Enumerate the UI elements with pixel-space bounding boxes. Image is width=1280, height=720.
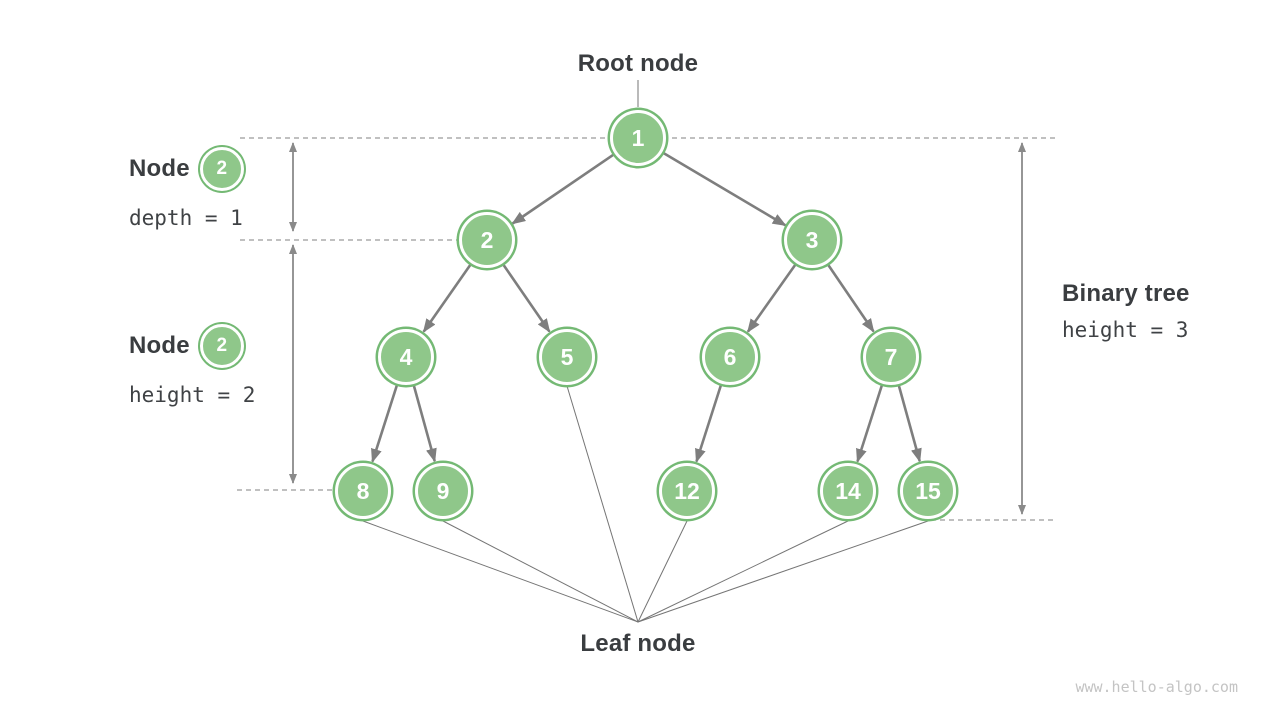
node-value: 7 bbox=[884, 343, 898, 370]
node-value: 6 bbox=[723, 343, 737, 370]
tree-node-5: 5 bbox=[539, 329, 595, 385]
tree-node-4: 4 bbox=[378, 329, 434, 385]
node-value: 9 bbox=[436, 477, 450, 504]
node-badge: 2 bbox=[199, 324, 244, 368]
edge-4-9 bbox=[412, 384, 437, 463]
tree-node-2: 2 bbox=[459, 212, 515, 268]
leaf-line-9 bbox=[442, 520, 639, 623]
tree-height-caption: height = 3 bbox=[1062, 318, 1189, 342]
tree-node-12: 12 bbox=[659, 463, 715, 519]
tree-node-15: 15 bbox=[900, 463, 956, 519]
watermark: www.hello-algo.com bbox=[1075, 678, 1238, 696]
edge-7-14 bbox=[856, 384, 884, 463]
leaf-node-label: Leaf node bbox=[580, 630, 696, 657]
leaf-line-8 bbox=[362, 520, 639, 623]
leaf-line-14 bbox=[637, 520, 849, 623]
edge-3-6 bbox=[746, 263, 797, 333]
leaf-node-lines bbox=[362, 385, 929, 623]
tree-node-8: 8 bbox=[335, 463, 391, 519]
edge-1-3 bbox=[662, 151, 787, 227]
node-height-annotation: Node 2 height = 2 bbox=[129, 322, 255, 407]
tree-node-7: 7 bbox=[863, 329, 919, 385]
depth-annotation: Node 2 depth = 1 bbox=[129, 145, 244, 230]
edge-2-5 bbox=[502, 264, 551, 333]
node-value: 2 bbox=[480, 226, 494, 253]
leaf-line-12 bbox=[637, 520, 688, 623]
badge-value: 2 bbox=[216, 158, 228, 179]
leaf-line-5 bbox=[566, 385, 639, 623]
tree-edges bbox=[371, 151, 922, 463]
node-label: Node bbox=[129, 155, 190, 182]
node-badge: 2 bbox=[199, 147, 244, 191]
tree-node-14: 14 bbox=[820, 463, 876, 519]
tree-node-9: 9 bbox=[415, 463, 471, 519]
edge-4-8 bbox=[371, 384, 399, 463]
measure-arrows bbox=[289, 142, 1026, 515]
node-value: 15 bbox=[915, 477, 941, 504]
tree-node-6: 6 bbox=[702, 329, 758, 385]
leaf-line-15 bbox=[637, 520, 929, 623]
node-value: 3 bbox=[805, 226, 819, 253]
edge-1-2 bbox=[511, 153, 615, 225]
tree-node-1: 1 bbox=[610, 110, 666, 166]
node-value: 14 bbox=[835, 477, 861, 504]
root-node-label: Root node bbox=[577, 50, 699, 77]
node-value: 5 bbox=[560, 343, 574, 370]
node-value: 1 bbox=[631, 124, 645, 151]
node-label: Node bbox=[129, 332, 190, 359]
depth-caption: depth = 1 bbox=[129, 206, 243, 230]
node-value: 4 bbox=[399, 343, 413, 370]
edge-3-7 bbox=[827, 264, 875, 333]
tree-node-3: 3 bbox=[784, 212, 840, 268]
edge-7-15 bbox=[897, 384, 922, 463]
binary-tree-label: Binary tree bbox=[1062, 280, 1190, 307]
badge-value: 2 bbox=[216, 335, 228, 356]
node-height-caption: height = 2 bbox=[129, 383, 256, 407]
node-value: 8 bbox=[356, 477, 370, 504]
edge-2-4 bbox=[422, 264, 472, 333]
node-value: 12 bbox=[674, 477, 700, 504]
edge-6-12 bbox=[695, 384, 723, 463]
tree-height-annotation: Binary tree height = 3 bbox=[1062, 280, 1190, 342]
